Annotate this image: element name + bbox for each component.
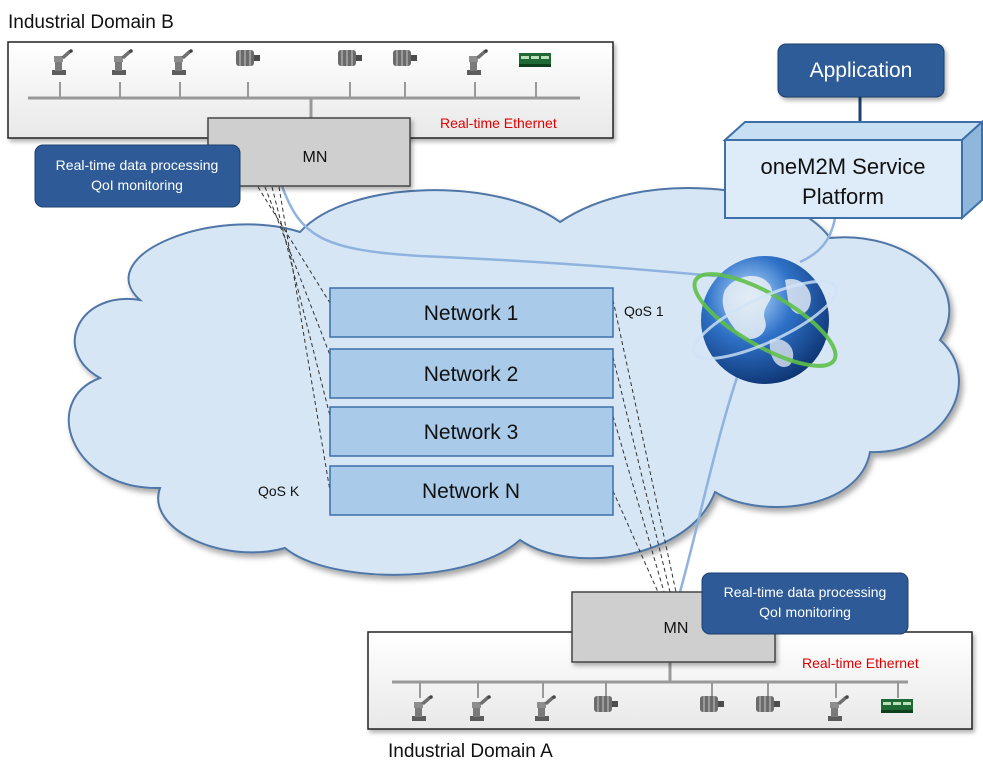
callout-a-line2: QoI monitoring xyxy=(759,604,851,620)
network-n-label: Network N xyxy=(422,480,520,503)
network-3-label: Network 3 xyxy=(424,421,519,444)
callout-a-line1: Real-time data processing xyxy=(724,584,887,600)
plc-module-icon xyxy=(519,53,551,67)
globe-icon xyxy=(692,256,838,384)
network-1-label: Network 1 xyxy=(424,302,519,325)
mn-b-box xyxy=(207,117,411,187)
network-n-box xyxy=(329,465,614,516)
platform-box xyxy=(722,119,983,221)
platform-line1: oneM2M Service xyxy=(760,154,925,179)
network-1-box xyxy=(329,287,614,338)
domain-b-bus-label: Real-time Ethernet xyxy=(440,115,557,131)
network-2-label: Network 2 xyxy=(424,363,519,386)
callout-b-line1: Real-time data processing xyxy=(56,157,219,173)
domain-a-devices xyxy=(412,682,913,721)
callout-a xyxy=(701,572,909,635)
network-stack: Network 1 Network 2 Network 3 Network N xyxy=(329,287,614,516)
mn-a-label: MN xyxy=(664,620,689,637)
mn-b-label: MN xyxy=(303,149,328,166)
qos-dashed-links xyxy=(257,186,677,593)
domain-a-title: Industrial Domain A xyxy=(388,741,553,762)
network-3-box xyxy=(329,406,614,457)
domain-b-devices xyxy=(52,49,551,98)
plc-module-icon xyxy=(881,699,913,713)
network-2-box xyxy=(329,348,614,399)
domain-b-title: Industrial Domain B xyxy=(8,12,174,33)
platform-line2: Platform xyxy=(802,184,884,209)
callout-b-line2: QoI monitoring xyxy=(91,177,183,193)
callout-b xyxy=(34,144,241,208)
application-box xyxy=(777,43,945,98)
domain-a-bus-label: Real-time Ethernet xyxy=(802,655,919,671)
qos-k-label: QoS K xyxy=(258,483,300,499)
platform-links xyxy=(280,185,837,593)
qos-1-label: QoS 1 xyxy=(624,303,664,319)
application-label: Application xyxy=(810,59,913,82)
